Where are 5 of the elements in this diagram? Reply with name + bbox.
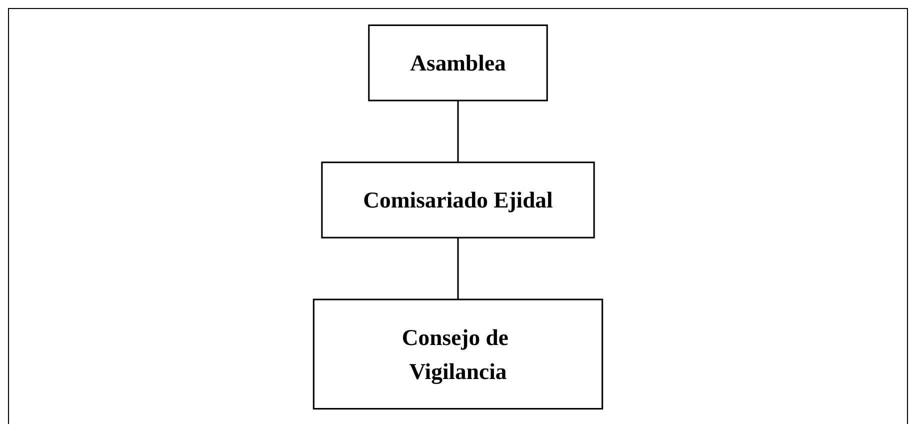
node-box: Comisariado Ejidal — [321, 161, 595, 238]
node-box: Consejo de Vigilancia — [312, 298, 604, 410]
connector — [457, 237, 459, 299]
node-box: Asamblea — [368, 24, 548, 101]
connector — [457, 100, 459, 162]
